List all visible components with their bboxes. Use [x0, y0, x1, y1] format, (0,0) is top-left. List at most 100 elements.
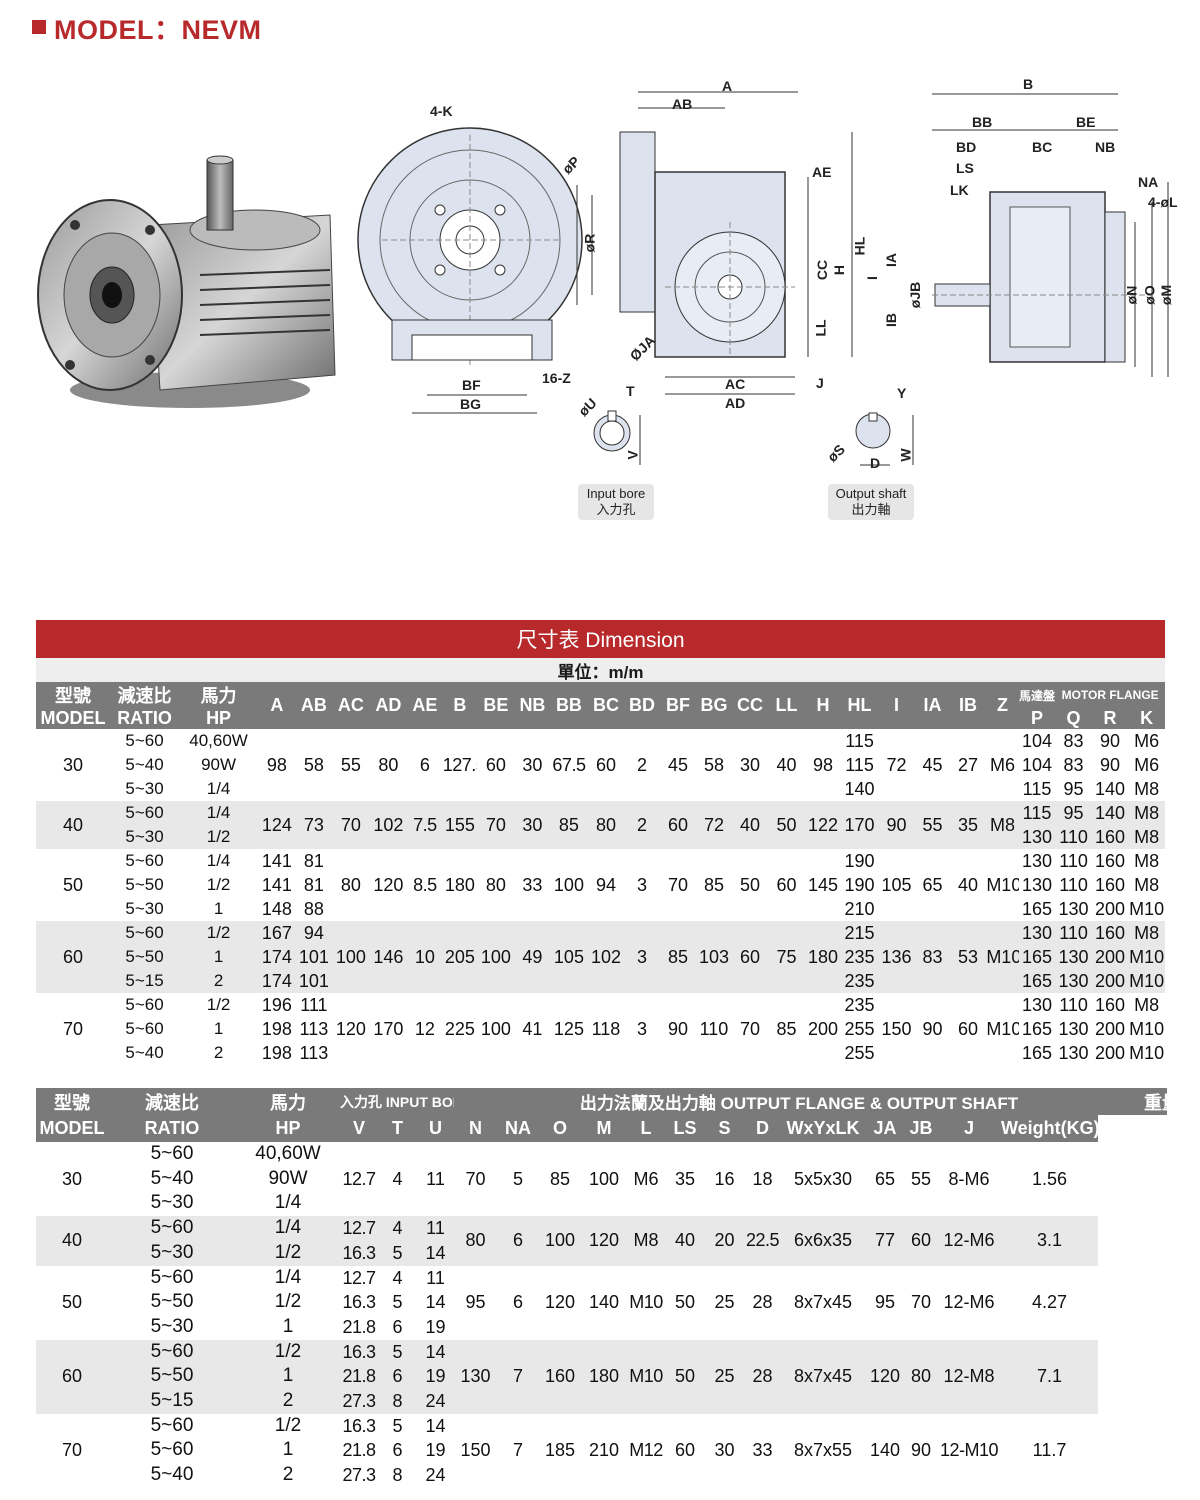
t2-cell-j: 12-M8 [937, 1339, 1001, 1414]
t2-cell-o: 100 [539, 1216, 581, 1266]
t2-cell-weight: 3.1 [1001, 1216, 1098, 1266]
t2-weight-en: Weight(KG) [1001, 1115, 1098, 1142]
t1-cell-ib: 27 [958, 755, 979, 775]
cell-line: 4 [392, 1267, 403, 1288]
label-ae: AE [812, 164, 832, 180]
cell-line: 5 [392, 1292, 403, 1313]
t1-cell-bf: 90 [667, 1019, 688, 1039]
cell-line: 174 [261, 947, 292, 967]
cell-line: 24 [425, 1465, 446, 1486]
t1-cell-bg: 58 [703, 755, 724, 775]
t1-cell-z: M8 [986, 801, 1019, 849]
cell-line: 83 [1063, 731, 1084, 751]
t1-cell-bb: 125 [553, 1019, 584, 1039]
cell-line: 110 [1059, 995, 1088, 1015]
cell-line: 5~30 [150, 1315, 194, 1337]
cell-line: 11 [426, 1267, 445, 1288]
t2-col-ja: JA [865, 1115, 905, 1142]
cell-line: 5~40 [125, 755, 164, 774]
cell-line: 16.3 [342, 1242, 376, 1263]
cell-line: 1/2 [206, 995, 231, 1014]
cell-line: M6 [1134, 755, 1160, 775]
t1-ratio-zh: 減速比 [110, 682, 180, 708]
t2-cell-model: 50 [61, 1292, 83, 1313]
t2-cell-na: 6 [512, 1292, 523, 1313]
t1-col-cc: CC [731, 682, 769, 729]
t1-cell-bd: 3 [624, 921, 660, 993]
cell-line: 5~15 [150, 1390, 194, 1412]
cell-line: 140 [1095, 803, 1126, 823]
label-j: J [816, 375, 824, 391]
t1-cell-ac: 100 [332, 921, 370, 993]
cell-line: M10 [1129, 971, 1165, 991]
cell-line: 130 [1058, 1019, 1089, 1039]
t1-cell-bg: 72 [696, 801, 732, 849]
t1-cell-bc: 118 [591, 1019, 621, 1039]
t1-cell-model: 30 [63, 755, 84, 775]
cell-line: 4 [392, 1218, 403, 1239]
t1-cell-b: 205 [442, 921, 478, 993]
t1-cell-ac: 55 [340, 755, 361, 775]
t2-cell-s: 30 [714, 1440, 735, 1461]
cell-line: 235 [844, 971, 875, 991]
cell-line: 21.8 [342, 1440, 376, 1461]
t1-cell-bb: 105 [550, 921, 588, 993]
output-shaft-drawing: Y øS D W [815, 385, 935, 475]
t1-col-ll: LL [768, 682, 805, 729]
t2-cell-m: 140 [588, 1292, 620, 1313]
t1-cell-cc: 70 [739, 1019, 760, 1039]
cell-line: 1 [213, 899, 224, 918]
t2-cell-m: 210 [588, 1440, 620, 1461]
t1-cell-bd: 2 [624, 801, 660, 849]
cell-line: 115 [845, 731, 874, 751]
output-shaft-caption-en: Output shaft [835, 486, 907, 501]
cell-line: 110 [1059, 923, 1088, 943]
cell-line: 115 [1022, 803, 1052, 823]
t1-cell-ia: 83 [915, 921, 950, 993]
t1-cell-h: 145 [808, 875, 839, 895]
t2-cell-l: M12 [629, 1440, 663, 1461]
t1-motor-col-p: P [1018, 708, 1056, 729]
t1-cell-b: 127.5 [442, 755, 477, 775]
t1-cell-model: 60 [36, 921, 111, 993]
t1-cell-z: M10 [986, 875, 1019, 895]
t1-cell-ib: 53 [949, 921, 987, 993]
t1-col-a: A [258, 682, 296, 729]
t2-col-t: T [378, 1115, 417, 1142]
label-ll: LL [812, 319, 829, 337]
input-bore-caption-en: Input bore [586, 486, 646, 501]
t1-cell-bg: 110 [699, 1019, 729, 1039]
t2-cell-na: 7 [497, 1339, 539, 1414]
cell-line: 210 [844, 899, 875, 919]
t1-cell-ab: 58 [303, 755, 324, 775]
t1-cell-bc: 94 [595, 875, 616, 895]
t1-cell-ia: 55 [915, 801, 950, 849]
cell-line: 14 [425, 1292, 446, 1313]
cell-line: 5~40 [150, 1167, 194, 1189]
t2-cell-weight: 1.56 [1031, 1168, 1068, 1189]
t1-cell-i: 150 [881, 1019, 912, 1039]
t1-col-h: H [804, 682, 842, 729]
t2-cell-s: 16 [714, 1168, 735, 1189]
cell-line: M10 [1129, 947, 1165, 967]
cell-line: M6 [1134, 731, 1160, 751]
label-bg: BG [460, 396, 481, 412]
cell-line: 5~60 [125, 803, 164, 822]
cell-line: 5~50 [150, 1291, 194, 1313]
cell-line: 215 [844, 923, 875, 943]
cell-line: 21.8 [342, 1316, 376, 1337]
cell-line: M8 [1134, 875, 1160, 895]
cell-line: 130 [1058, 899, 1089, 919]
cell-line: 165 [1022, 971, 1053, 991]
label-4-k: 4-K [430, 103, 453, 119]
cell-line: 5~60 [125, 995, 164, 1014]
